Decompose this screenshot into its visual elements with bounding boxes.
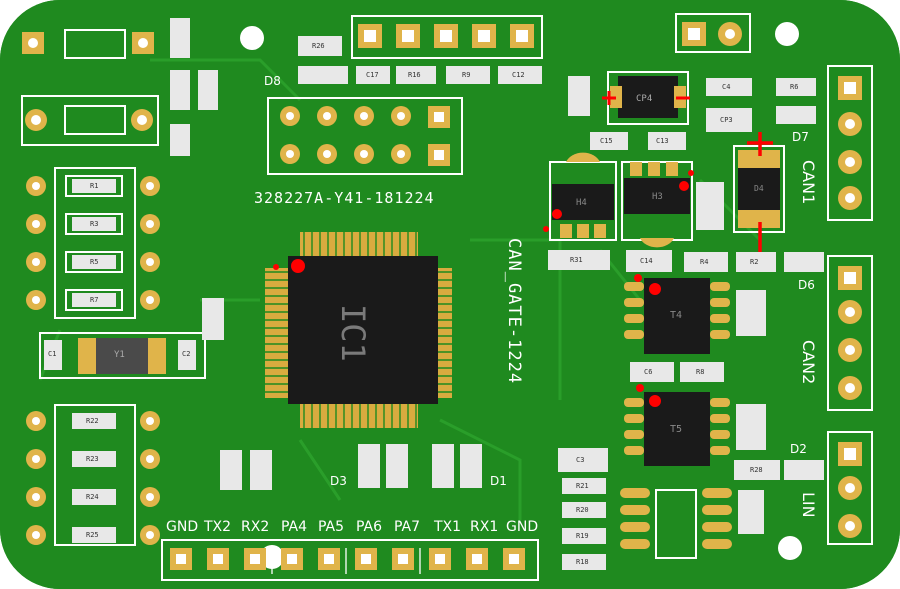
ic1-body bbox=[288, 256, 438, 404]
pin-label: PA5 bbox=[318, 519, 345, 535]
r2-label: R2 bbox=[750, 258, 759, 266]
mounting-hole bbox=[240, 26, 264, 50]
h4-label: H4 bbox=[576, 198, 587, 208]
r4-label: R4 bbox=[700, 258, 709, 266]
c1-label: C1 bbox=[48, 350, 57, 358]
cp4-label: CP4 bbox=[636, 94, 653, 104]
c13-label: C13 bbox=[656, 137, 669, 145]
d6-label: D6 bbox=[798, 278, 815, 292]
lin-label: LIN bbox=[799, 492, 818, 518]
y1-label: Y1 bbox=[114, 350, 125, 360]
r18-label: R18 bbox=[576, 558, 589, 566]
r5-label: R5 bbox=[90, 258, 99, 266]
d8-label: D8 bbox=[264, 74, 281, 88]
d1-label: D1 bbox=[490, 474, 507, 488]
r19-label: R19 bbox=[576, 532, 589, 540]
r8-label: R8 bbox=[696, 368, 705, 376]
pin-label: TX2 bbox=[204, 519, 232, 535]
r6-label: R6 bbox=[790, 83, 799, 91]
pin-label: RX2 bbox=[241, 519, 270, 535]
d2-label: D2 bbox=[790, 442, 807, 456]
pin-label: TX1 bbox=[434, 519, 462, 535]
pin-label: PA7 bbox=[394, 519, 421, 535]
c17-label: C17 bbox=[366, 71, 379, 79]
pin-label: RX1 bbox=[470, 519, 499, 535]
c6-label: C6 bbox=[644, 368, 653, 376]
c12-label: C12 bbox=[512, 71, 525, 79]
pin-label: PA6 bbox=[356, 519, 383, 535]
d7-label: D7 bbox=[792, 130, 809, 144]
cp3-label: CP3 bbox=[720, 116, 733, 124]
r7-label: R7 bbox=[90, 296, 99, 304]
pin-label: PA4 bbox=[281, 519, 308, 535]
r22-label: R22 bbox=[86, 417, 99, 425]
r25-label: R25 bbox=[86, 531, 99, 539]
mounting-hole bbox=[778, 536, 802, 560]
header-pin-labels: GND TX2 RX2 PA4 PA5 PA6 PA7 TX1 RX1 GND bbox=[162, 519, 538, 537]
t5-label: T5 bbox=[670, 424, 683, 435]
h3-label: H3 bbox=[652, 192, 663, 202]
d3-label: D3 bbox=[330, 474, 347, 488]
pin-label: GND bbox=[166, 519, 199, 535]
mounting-hole bbox=[775, 22, 799, 46]
pin-label: GND bbox=[506, 519, 539, 535]
board-serial: 328227A-Y41-181224 bbox=[254, 189, 435, 207]
r3-label: R3 bbox=[90, 220, 99, 228]
c2-label: C2 bbox=[182, 350, 191, 358]
c3-label: C3 bbox=[576, 456, 585, 464]
ic1-label: IC1 bbox=[334, 304, 372, 362]
r31-label: R31 bbox=[570, 256, 583, 264]
r21-label: R21 bbox=[576, 482, 589, 490]
board-name: CAN_GATE-1224 bbox=[504, 238, 524, 385]
d4-label: D4 bbox=[754, 184, 764, 193]
r26-label: R26 bbox=[312, 42, 325, 50]
r23-label: R23 bbox=[86, 455, 99, 463]
r16-label: R16 bbox=[408, 71, 421, 79]
c15-label: C15 bbox=[600, 137, 613, 145]
r9-label: R9 bbox=[462, 71, 471, 79]
r28-label: R28 bbox=[750, 466, 763, 474]
t4-label: T4 bbox=[670, 310, 683, 321]
can1-label: CAN1 bbox=[799, 160, 818, 205]
c4-label: C4 bbox=[722, 83, 731, 91]
r24-label: R24 bbox=[86, 493, 99, 501]
r1-label: R1 bbox=[90, 182, 99, 190]
can2-label: CAN2 bbox=[799, 340, 818, 385]
c14-label: C14 bbox=[640, 257, 653, 265]
r20-label: R20 bbox=[576, 506, 589, 514]
